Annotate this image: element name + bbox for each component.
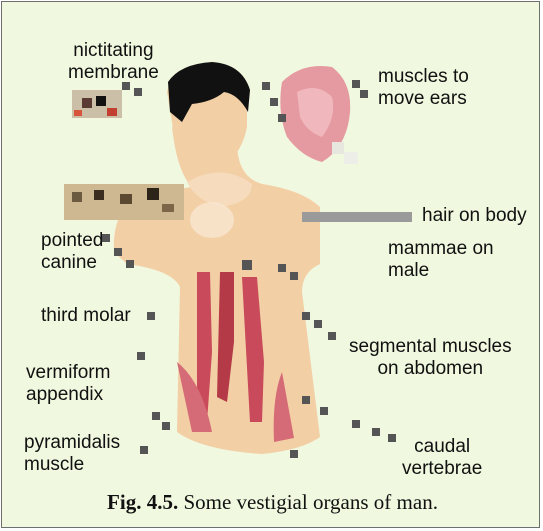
label-segmental-muscles: segmental muscles on abdomen — [349, 336, 512, 380]
label-caudal-vertebrae: caudal vertebrae — [402, 436, 482, 480]
label-segmental-line2: on abdomen — [349, 358, 512, 380]
label-hair-on-body: hair on body — [422, 205, 527, 227]
label-ears-line2: move ears — [378, 88, 469, 110]
label-pyramidalis-line1: pyramidalis — [24, 432, 120, 454]
label-mammae-on-male: mammae on male — [388, 238, 494, 282]
figure-caption: Fig. 4.5. Some vestigial organs of man. — [2, 490, 543, 515]
label-nictitating-line2: membrane — [68, 62, 159, 84]
label-caudal-line1: caudal — [402, 436, 482, 458]
label-muscles-to-move-ears: muscles to move ears — [378, 66, 469, 110]
label-nictitating-line1: nictitating — [68, 40, 159, 62]
label-vermiform-appendix: vermiform appendix — [26, 362, 110, 406]
label-segmental-line1: segmental muscles — [349, 336, 512, 358]
eye-inset — [72, 90, 122, 118]
jaw-inset — [64, 184, 184, 220]
ear-inset — [280, 66, 358, 164]
label-nictitating-membrane: nictitating membrane — [68, 40, 159, 84]
label-mammae-line1: mammae on — [388, 238, 494, 260]
label-pyramidalis-line2: muscle — [24, 454, 120, 476]
label-third-molar: third molar — [41, 305, 131, 327]
label-ears-line1: muscles to — [378, 66, 469, 88]
figure-caption-text: Some vestigial organs of man. — [183, 490, 438, 514]
label-canine-line2: canine — [41, 252, 103, 274]
label-pointed-canine: pointed canine — [41, 230, 103, 274]
label-appendix-line1: vermiform — [26, 362, 110, 384]
label-appendix-line2: appendix — [26, 384, 110, 406]
figure-caption-number: Fig. 4.5. — [107, 490, 178, 514]
label-pyramidalis-muscle: pyramidalis muscle — [24, 432, 120, 476]
human-torso — [114, 127, 412, 454]
label-caudal-line2: vertebrae — [402, 458, 482, 480]
label-mammae-line2: male — [388, 260, 494, 282]
label-canine-line1: pointed — [41, 230, 103, 252]
